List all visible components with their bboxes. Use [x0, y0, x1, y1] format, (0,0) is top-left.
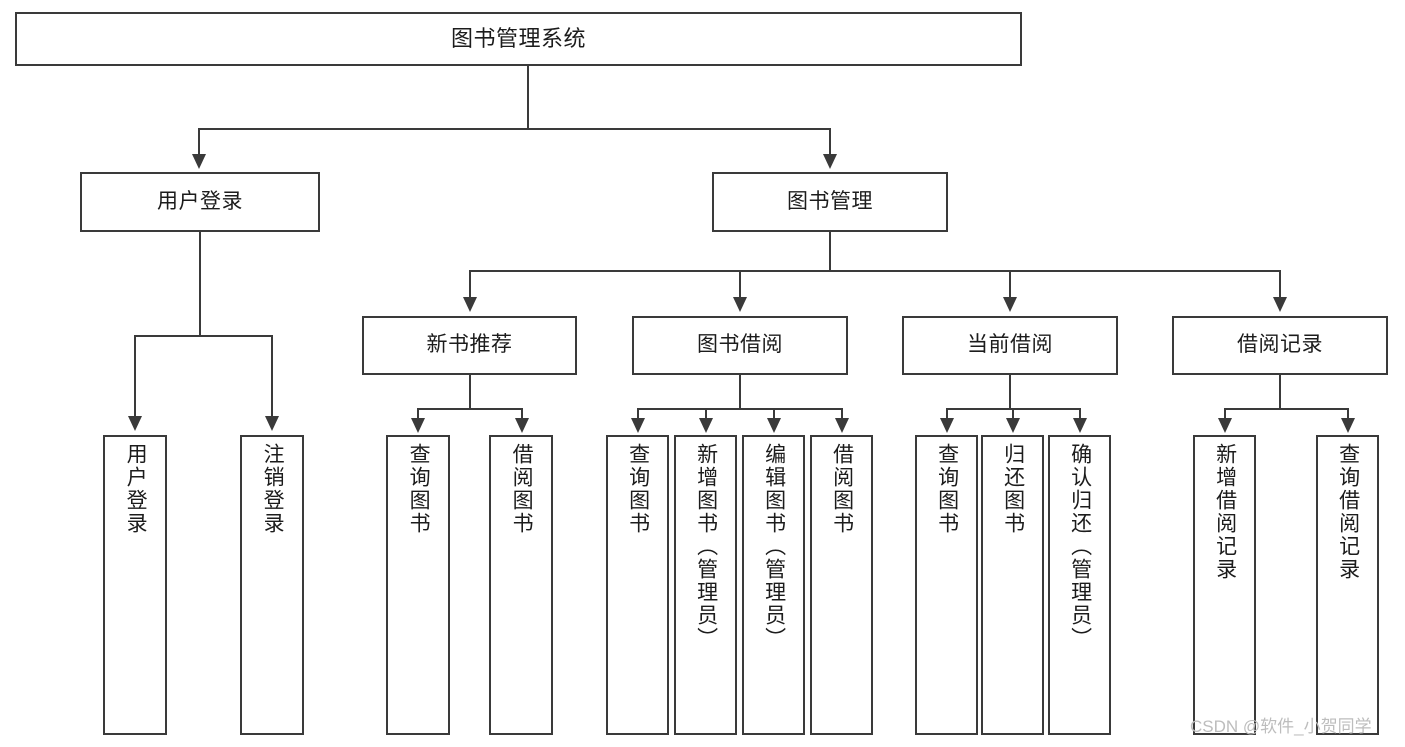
node-label: 借阅图书	[830, 443, 854, 535]
connector-book-mgmt-child-1	[739, 270, 741, 298]
arrowhead-user-login-child-1	[265, 416, 279, 431]
node-label: 用户登录	[124, 443, 148, 535]
node-user-login[interactable]: 用户登录	[80, 172, 320, 232]
connector-root-stem	[527, 66, 529, 128]
node-book-management[interactable]: 图书管理	[712, 172, 948, 232]
connector-current-borrow-child-0	[946, 408, 948, 420]
leaf-book-borrow-edit[interactable]: 编辑图书（管理员）	[742, 435, 805, 735]
arrowhead-book-mgmt-child-0	[463, 297, 477, 312]
connector-book-mgmt-stem	[829, 232, 831, 270]
arrowhead-book-borrow-child-3	[835, 418, 849, 433]
connector-book-mgmt-bus	[469, 270, 1280, 272]
leaf-book-borrow-borrow[interactable]: 借阅图书	[810, 435, 873, 735]
node-new-book-recommend[interactable]: 新书推荐	[362, 316, 577, 375]
arrowhead-book-borrow-child-2	[767, 418, 781, 433]
leaf-book-borrow-query[interactable]: 查询图书	[606, 435, 669, 735]
node-label: 注销登录	[261, 443, 285, 535]
leaf-new-book-query[interactable]: 查询图书	[386, 435, 450, 735]
leaf-current-borrow-query[interactable]: 查询图书	[915, 435, 978, 735]
connector-root-to-user-login	[198, 128, 200, 156]
node-label: 当前借阅	[967, 333, 1053, 357]
connector-borrow-record-bus	[1224, 408, 1348, 410]
connector-book-mgmt-child-0	[469, 270, 471, 298]
node-label: 借阅记录	[1237, 333, 1323, 357]
leaf-user-login-login[interactable]: 用户登录	[103, 435, 167, 735]
node-label: 编辑图书（管理员）	[762, 443, 786, 650]
connector-user-login-child-1	[271, 335, 273, 418]
node-label: 归还图书	[1001, 443, 1025, 535]
arrowhead-root-to-book-mgmt	[823, 154, 837, 169]
node-label: 新增借阅记录	[1213, 443, 1237, 581]
node-label: 确认归还（管理员）	[1068, 443, 1092, 650]
connector-new-book-bus	[417, 408, 522, 410]
leaf-book-borrow-add[interactable]: 新增图书（管理员）	[674, 435, 737, 735]
connector-user-login-bus	[134, 335, 272, 337]
node-label: 借阅图书	[510, 443, 534, 535]
arrowhead-book-borrow-child-1	[699, 418, 713, 433]
leaf-new-book-borrow[interactable]: 借阅图书	[489, 435, 553, 735]
connector-book-borrow-bus	[637, 408, 842, 410]
arrowhead-borrow-record-child-1	[1341, 418, 1355, 433]
leaf-user-login-logout[interactable]: 注销登录	[240, 435, 304, 735]
arrowhead-user-login-child-0	[128, 416, 142, 431]
connector-current-borrow-stem	[1009, 375, 1011, 408]
arrowhead-current-borrow-child-2	[1073, 418, 1087, 433]
node-label: 查询图书	[935, 443, 959, 535]
arrowhead-borrow-record-child-0	[1218, 418, 1232, 433]
connector-root-to-book-mgmt	[829, 128, 831, 156]
leaf-borrow-record-query[interactable]: 查询借阅记录	[1316, 435, 1379, 735]
leaf-current-borrow-return[interactable]: 归还图书	[981, 435, 1044, 735]
arrowhead-book-mgmt-child-2	[1003, 297, 1017, 312]
arrowhead-book-borrow-child-0	[631, 418, 645, 433]
leaf-current-borrow-confirm[interactable]: 确认归还（管理员）	[1048, 435, 1111, 735]
arrowhead-book-mgmt-child-1	[733, 297, 747, 312]
arrowhead-new-book-child-0	[411, 418, 425, 433]
connector-book-borrow-child-0	[637, 408, 639, 420]
node-root-system[interactable]: 图书管理系统	[15, 12, 1022, 66]
node-label: 图书管理系统	[450, 26, 586, 52]
connector-borrow-record-stem	[1279, 375, 1281, 408]
connector-book-borrow-child-3	[841, 408, 843, 420]
node-label: 查询借阅记录	[1336, 443, 1360, 581]
connector-current-borrow-child-2	[1079, 408, 1081, 420]
node-label: 图书借阅	[697, 333, 783, 357]
connector-borrow-record-child-1	[1347, 408, 1349, 420]
node-current-borrow[interactable]: 当前借阅	[902, 316, 1118, 375]
arrowhead-book-mgmt-child-3	[1273, 297, 1287, 312]
arrowhead-current-borrow-child-0	[940, 418, 954, 433]
connector-user-login-stem	[199, 232, 201, 335]
connector-current-borrow-child-1	[1012, 408, 1014, 420]
csdn-watermark: CSDN @软件_小贺同学	[1190, 717, 1372, 736]
connector-book-borrow-stem	[739, 375, 741, 408]
node-book-borrow[interactable]: 图书借阅	[632, 316, 848, 375]
connector-new-book-stem	[469, 375, 471, 408]
node-label: 新书推荐	[426, 333, 513, 357]
arrowhead-current-borrow-child-1	[1006, 418, 1020, 433]
connector-borrow-record-child-0	[1224, 408, 1226, 420]
node-borrow-record[interactable]: 借阅记录	[1172, 316, 1388, 375]
connector-new-book-child-1	[521, 408, 523, 420]
connector-book-borrow-child-2	[773, 408, 775, 420]
node-label: 查询图书	[407, 443, 431, 535]
node-label: 查询图书	[626, 443, 650, 535]
connector-new-book-child-0	[417, 408, 419, 420]
connector-book-borrow-child-1	[705, 408, 707, 420]
leaf-borrow-record-add[interactable]: 新增借阅记录	[1193, 435, 1256, 735]
connector-book-mgmt-child-2	[1009, 270, 1011, 298]
connector-user-login-child-0	[134, 335, 136, 418]
node-label: 用户登录	[157, 189, 243, 213]
arrowhead-new-book-child-1	[515, 418, 529, 433]
arrowhead-root-to-user-login	[192, 154, 206, 169]
connector-root-bus	[198, 128, 830, 130]
node-label: 新增图书（管理员）	[694, 443, 718, 650]
node-label: 图书管理	[787, 189, 873, 213]
connector-book-mgmt-child-3	[1279, 270, 1281, 298]
